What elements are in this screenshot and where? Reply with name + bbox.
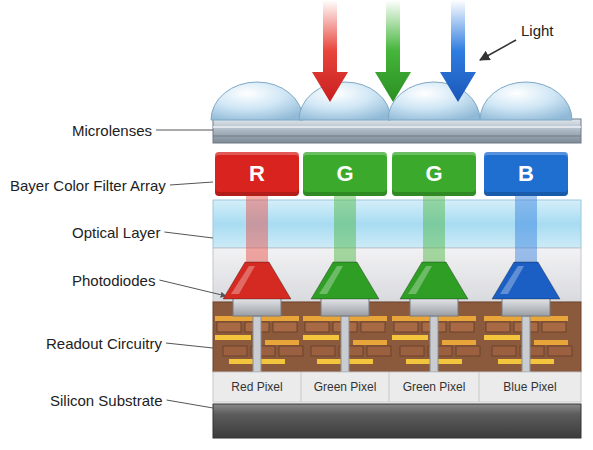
brick (367, 346, 391, 356)
color-filter: R (215, 152, 299, 196)
microlens (299, 82, 391, 120)
brick (394, 322, 418, 332)
leader-line (164, 232, 213, 238)
lens-plate (213, 119, 581, 143)
photodiode (400, 262, 468, 316)
brick (311, 346, 335, 356)
layer-label: Optical Layer (72, 224, 160, 241)
plate-line (213, 136, 581, 137)
leader-line (156, 130, 213, 131)
brick (548, 346, 572, 356)
photodiode-body (400, 262, 468, 299)
metal-trace (303, 335, 339, 340)
brick (456, 346, 480, 356)
color-filter: G (392, 152, 476, 196)
photodiode-body (223, 262, 291, 299)
plate-line (213, 126, 581, 128)
layer-label: Readout Circuitry (46, 335, 162, 352)
leader-line (166, 343, 213, 348)
light-beam (515, 196, 537, 264)
microlens (480, 82, 572, 120)
light-pointer (480, 40, 516, 60)
layer-label: Silicon Substrate (50, 392, 163, 409)
brick (486, 322, 510, 332)
via (522, 316, 530, 372)
light-beam (246, 196, 268, 264)
via (253, 316, 261, 372)
brick (492, 346, 516, 356)
brick (361, 322, 385, 332)
filter-letter: G (425, 161, 442, 187)
leader-line (170, 182, 213, 185)
metal-trace (265, 340, 299, 345)
metal-trace (442, 340, 476, 345)
brick (273, 322, 297, 332)
color-filter: B (484, 152, 568, 196)
light-beams (246, 196, 537, 264)
light-beam (423, 196, 445, 264)
photodiode (492, 262, 560, 316)
pixel-label: Green Pixel (403, 380, 466, 394)
metal-pad (502, 298, 550, 316)
metal-trace (534, 340, 568, 345)
metal-trace (353, 340, 387, 345)
pixel-divider (301, 372, 302, 402)
brick (223, 346, 247, 356)
layer-label: Microlenses (72, 122, 152, 139)
highlight (408, 266, 432, 294)
photodiode (311, 262, 379, 316)
metal-pad (233, 298, 281, 316)
highlight (231, 266, 255, 294)
pixel-divider (389, 372, 390, 402)
brick (279, 346, 303, 356)
photodiodes (223, 262, 560, 316)
pixel-label: Green Pixel (314, 380, 377, 394)
layer-label: Photodiodes (72, 272, 155, 289)
brick (450, 322, 474, 332)
silicon-substrate (213, 404, 581, 438)
blue-light-arrow (440, 0, 476, 102)
red-light-arrow (312, 0, 348, 102)
light-beam (334, 196, 356, 264)
light-label: Light (521, 22, 554, 39)
highlight (319, 266, 343, 294)
metal-trace (215, 335, 251, 340)
photodiode-body (492, 262, 560, 299)
readout-circuitry (215, 316, 572, 372)
metal-pad (410, 298, 458, 316)
brick (305, 322, 329, 332)
pixel-label: Blue Pixel (503, 380, 556, 394)
green-light-arrow (375, 0, 411, 102)
filter-letter: R (249, 161, 265, 187)
brick (542, 322, 566, 332)
metal-trace (392, 335, 428, 340)
pixel-label: Red Pixel (231, 380, 282, 394)
microlens (211, 82, 303, 120)
leader-line (167, 400, 213, 408)
layer-label: Bayer Color Filter Array (10, 177, 166, 194)
via (430, 316, 438, 372)
color-filter: G (303, 152, 387, 196)
filter-letter: B (518, 161, 534, 187)
filter-letter: G (336, 161, 353, 187)
brick (400, 346, 424, 356)
pixel-divider (479, 372, 480, 402)
brick (217, 322, 241, 332)
metal-pad (321, 298, 369, 316)
metal-trace (484, 335, 520, 340)
via (341, 316, 349, 372)
pixel-band (213, 372, 581, 402)
leader-line (159, 280, 226, 296)
photodiode (223, 262, 291, 316)
photodiode-body (311, 262, 379, 299)
highlight (500, 266, 524, 294)
